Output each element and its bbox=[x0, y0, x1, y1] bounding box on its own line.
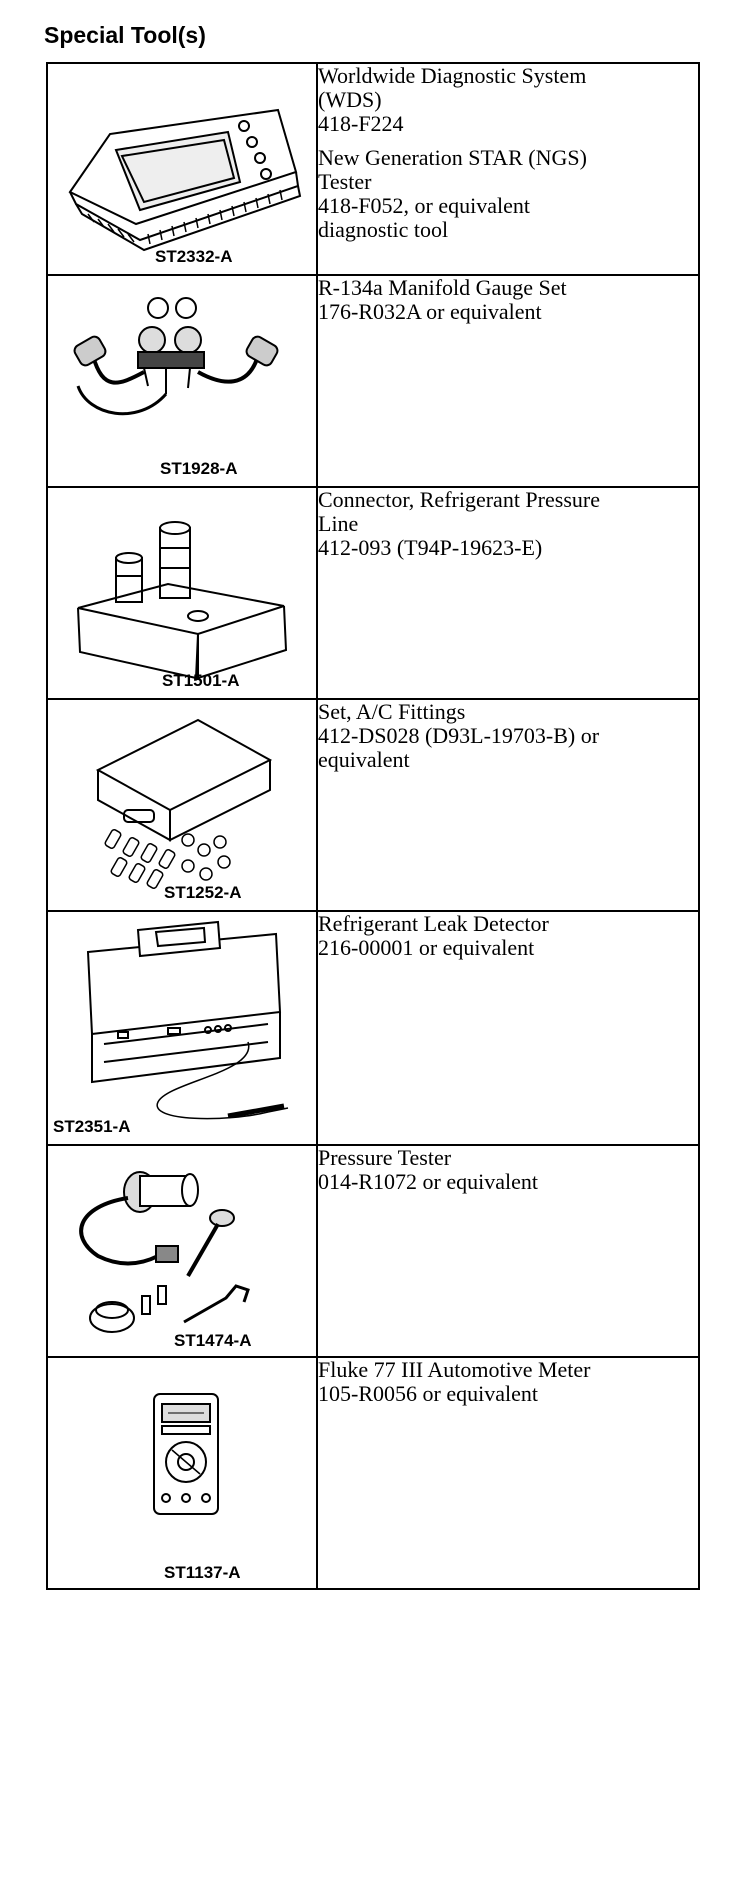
table-row: ST1501-A Connector, Refrigerant Pressure… bbox=[46, 486, 700, 700]
tool-description-line: equivalent bbox=[318, 747, 410, 772]
tool-code: ST1474-A bbox=[174, 1331, 252, 1350]
pressure-tester-icon bbox=[79, 1171, 250, 1333]
tool-description-cell: Connector, Refrigerant Pressure Line 412… bbox=[316, 486, 700, 700]
tool-illustration-cell: ST1252-A bbox=[46, 698, 318, 912]
tool-description-line: Worldwide Diagnostic System bbox=[318, 63, 587, 88]
tool-description-cell: R-134a Manifold Gauge Set 176-R032A or e… bbox=[316, 274, 700, 488]
table-row: ST1137-A Fluke 77 III Automotive Meter 1… bbox=[46, 1356, 700, 1590]
tool-description-line: Fluke 77 III Automotive Meter bbox=[318, 1357, 591, 1382]
tool-description-line: 216-00001 or equivalent bbox=[318, 935, 535, 960]
tool-code: ST1137-A bbox=[164, 1563, 241, 1582]
tool-code: ST1928-A bbox=[160, 459, 238, 478]
tool-description-cell: Fluke 77 III Automotive Meter 105-R0056 … bbox=[316, 1356, 700, 1590]
tool-illustration-cell: ST2332-A bbox=[46, 62, 318, 276]
table-row: ST1928-A R-134a Manifold Gauge Set 176-R… bbox=[46, 274, 700, 488]
table-row: ST1252-A Set, A/C Fittings 412-DS028 (D9… bbox=[46, 698, 700, 912]
tool-description-line: 412-DS028 (D93L-19703-B) or bbox=[318, 723, 600, 748]
tool-description-line: Refrigerant Leak Detector bbox=[318, 911, 549, 936]
tool-description-cell: Pressure Tester 014-R1072 or equivalent bbox=[316, 1144, 700, 1358]
tool-illustration-cell: ST2351-A bbox=[46, 910, 318, 1146]
multimeter-icon bbox=[153, 1393, 219, 1515]
table-row: ST1474-A Pressure Tester 014-R1072 or eq… bbox=[46, 1144, 700, 1358]
tool-description-line: Pressure Tester bbox=[318, 1145, 452, 1170]
tool-description-line: 176-R032A or equivalent bbox=[318, 299, 542, 324]
tool-description-line: 418-F224 bbox=[318, 111, 404, 136]
tool-description-cell: Worldwide Diagnostic System (WDS) 418-F2… bbox=[316, 62, 700, 276]
tool-description-line: Connector, Refrigerant Pressure bbox=[318, 487, 600, 512]
tool-illustration-cell: ST1501-A bbox=[46, 486, 318, 700]
tool-description-line: Tester bbox=[318, 169, 372, 194]
tool-code: ST2351-A bbox=[53, 1117, 131, 1136]
ac-fittings-set-icon bbox=[95, 718, 273, 889]
tool-description-cell: Refrigerant Leak Detector 216-00001 or e… bbox=[316, 910, 700, 1146]
manifold-gauge-set-icon bbox=[73, 297, 279, 416]
tool-code: ST1501-A bbox=[162, 671, 240, 690]
tool-description-line: 418-F052, or equivalent bbox=[318, 193, 531, 218]
tool-description-line: New Generation STAR (NGS) bbox=[318, 145, 587, 170]
tool-illustration-cell: ST1137-A bbox=[46, 1356, 318, 1590]
pressure-line-connector-icon bbox=[77, 521, 288, 680]
special-tools-table: ST2332-A Worldwide Diagnostic System (WD… bbox=[46, 62, 700, 1590]
tool-code: ST1252-A bbox=[164, 883, 242, 902]
tool-description-line: Line bbox=[318, 511, 359, 536]
tool-description-line: (WDS) bbox=[318, 87, 382, 112]
tool-code: ST2332-A bbox=[155, 247, 233, 266]
tool-description-line: Set, A/C Fittings bbox=[318, 699, 466, 724]
table-row: ST2351-A Refrigerant Leak Detector 216-0… bbox=[46, 910, 700, 1146]
tool-description-line: diagnostic tool bbox=[318, 217, 449, 242]
diagnostic-tester-icon bbox=[68, 108, 302, 252]
tool-description-cell: Set, A/C Fittings 412-DS028 (D93L-19703-… bbox=[316, 698, 700, 912]
tool-description-line: 014-R1072 or equivalent bbox=[318, 1169, 538, 1194]
tool-illustration-cell: ST1928-A bbox=[46, 274, 318, 488]
tool-description-line: 412-093 (T94P-19623-E) bbox=[318, 535, 543, 560]
leak-detector-icon bbox=[86, 920, 289, 1120]
table-row: ST2332-A Worldwide Diagnostic System (WD… bbox=[46, 62, 700, 276]
tool-illustration-cell: ST1474-A bbox=[46, 1144, 318, 1358]
tool-description-line: 105-R0056 or equivalent bbox=[318, 1381, 538, 1406]
page-heading: Special Tool(s) bbox=[44, 22, 206, 48]
tool-description-line: R-134a Manifold Gauge Set bbox=[318, 275, 567, 300]
